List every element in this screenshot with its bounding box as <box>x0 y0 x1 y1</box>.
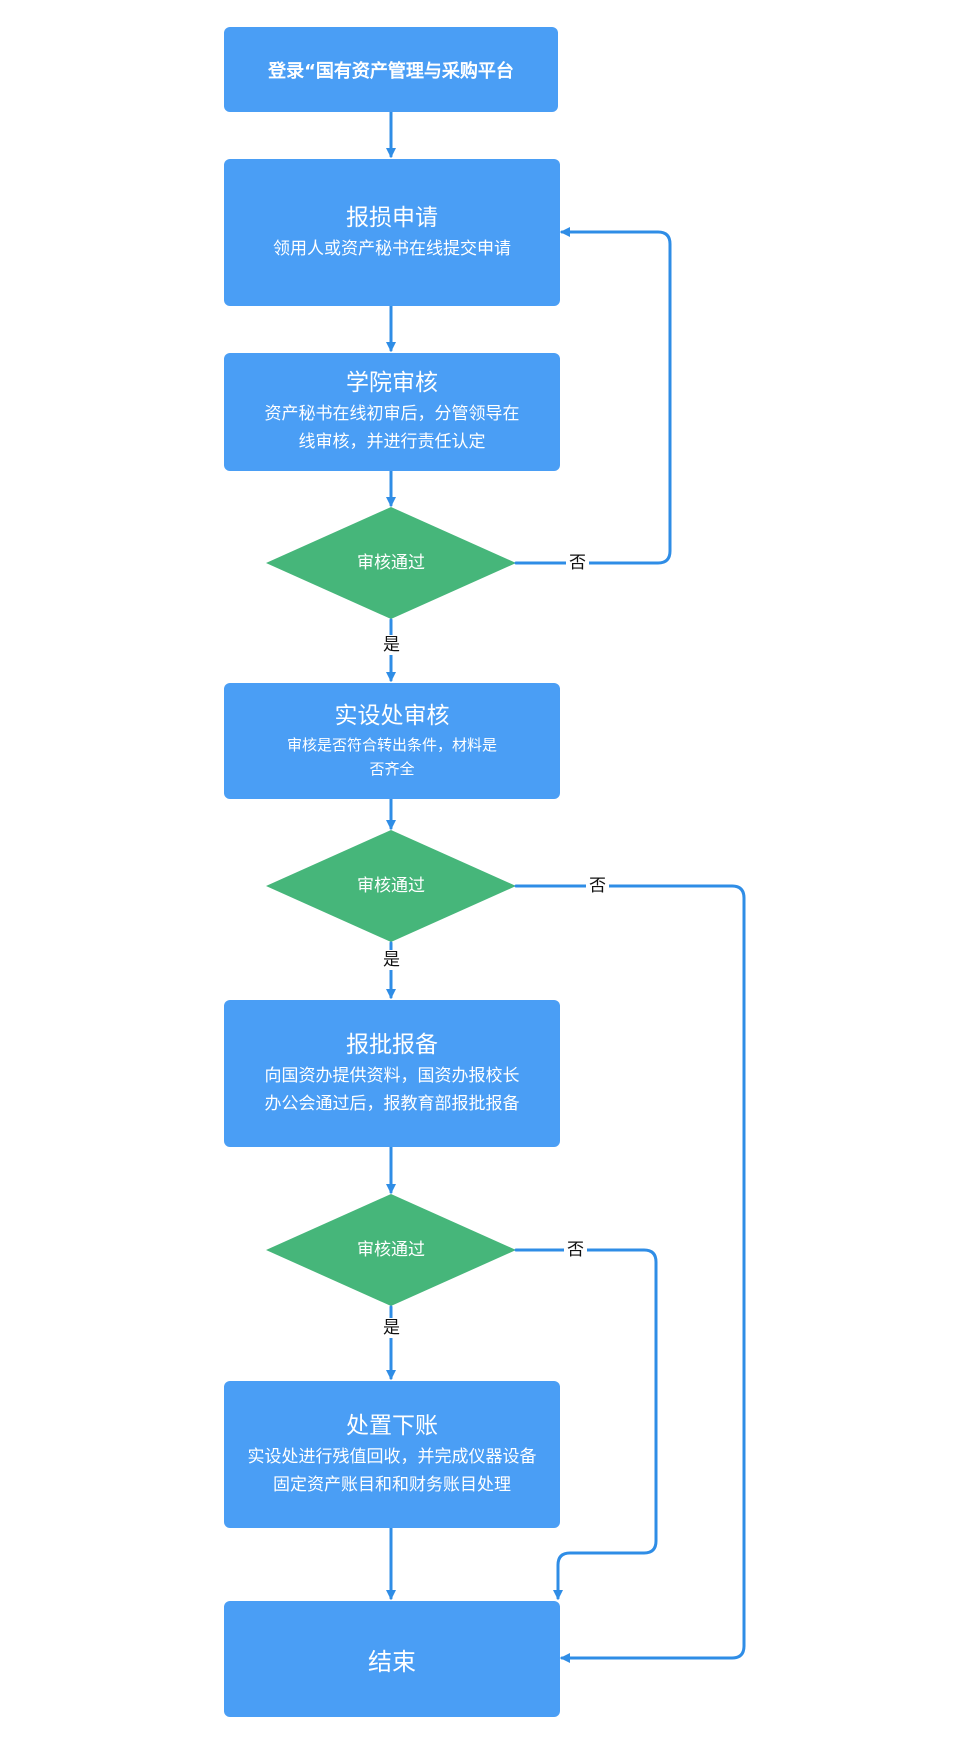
decision2-label: 审核通过 <box>357 876 425 896</box>
node-end: 结束 <box>224 1601 560 1717</box>
node-dispose-title: 处置下账 <box>346 1412 438 1439</box>
decision1-label: 审核通过 <box>357 553 425 573</box>
decision3-label: 审核通过 <box>357 1240 425 1260</box>
node-report-title: 报批报备 <box>346 1031 438 1058</box>
node-dispose-desc-line1: 实设处进行残值回收，并完成仪器设备 <box>247 1446 537 1467</box>
node-college: 学院审核 资产秘书在线初审后，分管领导在 线审核，并进行责任认定 <box>224 353 560 471</box>
node-equip-desc-line1: 审核是否符合转出条件，材料是 <box>286 736 497 754</box>
edge-label-yes-1: 是 <box>380 635 403 655</box>
node-college-desc-line1: 资产秘书在线初审后，分管领导在 <box>264 404 520 424</box>
node-login-label: 登录“国有资产管理与采购平台 <box>268 60 514 82</box>
node-end-label: 结束 <box>368 1647 416 1676</box>
edge-label-yes-2: 是 <box>380 950 403 970</box>
node-dispose: 处置下账 实设处进行残值回收，并完成仪器设备 固定资产账目和和财务账目处理 <box>224 1381 560 1528</box>
decision-diamond-2 <box>266 830 516 942</box>
node-report-desc-line1: 向国资办提供资料，国资办报校长 <box>264 1065 520 1086</box>
node-equip-title: 实设处审核 <box>334 703 450 729</box>
node-apply: 报损申请 领用人或资产秘书在线提交申请 <box>224 159 560 306</box>
edge-label-no-3: 否 <box>564 1240 587 1260</box>
node-report-desc-line2: 办公会通过后，报教育部报批报备 <box>264 1093 520 1114</box>
edge-label-no-1: 否 <box>566 553 589 573</box>
node-dispose-desc-line2: 固定资产账目和和财务账目处理 <box>273 1474 511 1495</box>
node-report: 报批报备 向国资办提供资料，国资办报校长 办公会通过后，报教育部报批报备 <box>224 1000 560 1147</box>
node-college-desc-line2: 线审核，并进行责任认定 <box>298 432 486 452</box>
arrow-decision3-no-to-end <box>514 1248 658 1600</box>
node-equip-desc-line2: 否齐全 <box>369 760 415 778</box>
node-college-title: 学院审核 <box>346 370 438 396</box>
node-login: 登录“国有资产管理与采购平台 <box>224 27 558 112</box>
node-equip: 实设处审核 审核是否符合转出条件，材料是 否齐全 <box>224 683 560 799</box>
edge-label-no-2: 否 <box>586 876 609 896</box>
arrow-decision2-no-to-end <box>514 884 746 1663</box>
decision-diamond-3 <box>266 1194 516 1306</box>
arrow-decision1-no-to-apply <box>514 227 672 565</box>
edge-label-yes-3: 是 <box>380 1318 403 1338</box>
decision-diamond-1 <box>266 507 516 619</box>
node-apply-title: 报损申请 <box>346 204 438 231</box>
node-apply-desc: 领用人或资产秘书在线提交申请 <box>273 238 511 259</box>
